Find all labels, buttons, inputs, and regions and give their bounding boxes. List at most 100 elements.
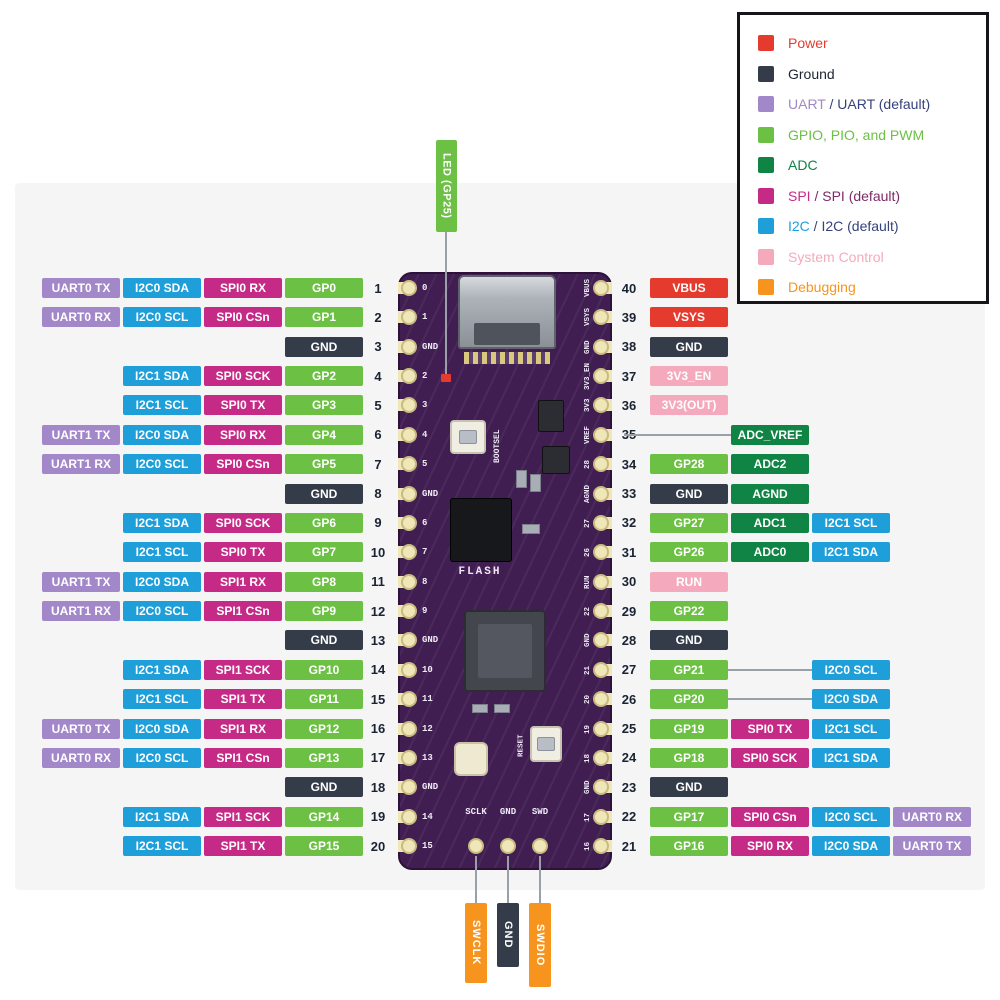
bootsel-silk-label: BOOTSEL <box>493 429 502 463</box>
legend-swatch <box>758 248 774 265</box>
bottom-pad <box>500 838 516 854</box>
pin-label: I2C1 SCL <box>123 836 201 857</box>
legend-swatch <box>758 126 774 143</box>
pin-label: I2C0 SCL <box>812 659 890 680</box>
led <box>441 374 451 382</box>
left-pad <box>401 808 417 825</box>
pin-label: SPI0 CSn <box>204 307 282 328</box>
pin-label: SPI0 RX <box>204 278 282 298</box>
pin-label: 3V3(OUT) <box>650 395 728 416</box>
right-pin-number: 40 <box>621 280 637 296</box>
regulator-chip <box>538 400 564 432</box>
right-pad <box>593 573 609 590</box>
left-pin-number: 18 <box>370 779 386 795</box>
pin-connector-line <box>722 668 818 671</box>
board-silk-right: 18 <box>584 753 592 763</box>
legend-swatch <box>758 218 774 235</box>
right-pad <box>593 661 609 678</box>
pin-label: SPI1 RX <box>204 571 282 592</box>
left-pin-row: GND <box>40 483 363 504</box>
pin-label: UART1 TX <box>42 571 120 592</box>
pico-board: BOOTSEL FLASH RESET <box>398 272 612 870</box>
pin-label: I2C0 SDA <box>123 718 201 739</box>
board-silk-right: 21 <box>584 665 592 675</box>
pin-label: GP15 <box>285 836 363 857</box>
left-pad <box>401 573 417 590</box>
pin-label: I2C0 SCL <box>123 601 201 622</box>
pin-label: GP6 <box>285 512 363 533</box>
pin-connector-line <box>624 433 737 436</box>
board-silk-right: GND <box>584 780 592 795</box>
right-pad <box>593 808 609 825</box>
legend-label: I2C / I2C (default) <box>788 218 899 235</box>
pin-label: GP9 <box>285 601 363 622</box>
pin-label: GND <box>285 630 363 651</box>
right-pin-number: 32 <box>621 515 637 531</box>
pin-label: GP22 <box>650 601 728 622</box>
pin-label: UART0 RX <box>42 307 120 328</box>
pin-label: UART0 TX <box>893 836 971 857</box>
left-pad <box>401 456 417 473</box>
right-pad <box>593 779 609 796</box>
left-pin-row: GND <box>40 777 363 798</box>
legend-item: GPIO, PIO, and PWM <box>758 120 986 151</box>
board-silk-right: 3V3_EN <box>584 362 592 390</box>
board-silk-right: 17 <box>584 812 592 822</box>
board-silk-left: GND <box>422 488 439 499</box>
left-pin-number: 15 <box>370 691 386 707</box>
legend-label: SPI / SPI (default) <box>788 187 901 204</box>
pin-label: I2C0 SCL <box>812 806 890 827</box>
debug-label: SWCLK <box>465 903 487 983</box>
left-pin-number: 1 <box>374 280 382 296</box>
left-pin-number: 20 <box>370 838 386 854</box>
led-callout-line <box>445 232 447 374</box>
usb-opening <box>474 323 540 345</box>
usb-solder-pins <box>464 352 550 364</box>
left-pad <box>401 280 417 296</box>
pin-label: SPI0 RX <box>204 424 282 445</box>
pin-label: GND <box>650 630 728 651</box>
board-silk-left: 12 <box>422 723 433 734</box>
small-chip <box>542 446 570 474</box>
pin-label: I2C1 SDA <box>123 659 201 680</box>
board-silk-left: 7 <box>422 547 428 558</box>
board-silk-right: 19 <box>584 724 592 734</box>
pin-label: I2C0 SCL <box>123 307 201 328</box>
pin-label: GND <box>650 777 728 798</box>
left-pad <box>401 603 417 620</box>
pin-label: SPI0 RX <box>731 836 809 857</box>
bootsel-button-cap <box>459 430 477 444</box>
pin-label: I2C1 SCL <box>123 395 201 416</box>
right-pin-number: 23 <box>621 779 637 795</box>
pin-label: UART0 RX <box>893 806 971 827</box>
board-silk-left: 2 <box>422 371 428 382</box>
pin-label: SPI1 SCK <box>204 806 282 827</box>
right-pin-number: 26 <box>621 691 637 707</box>
pin-label: GP8 <box>285 571 363 592</box>
board-silk-right: VREF <box>584 425 592 444</box>
right-pin-number: 21 <box>621 838 637 854</box>
left-pin-number: 5 <box>374 397 382 413</box>
left-pin-row: GND <box>40 630 363 651</box>
right-pad <box>593 309 609 326</box>
left-pad <box>401 544 417 561</box>
right-pin-number: 38 <box>621 339 637 355</box>
legend-swatch <box>758 96 774 113</box>
pin-label: GP1 <box>285 307 363 328</box>
legend-item: System Control <box>758 242 986 273</box>
left-pad <box>401 397 417 414</box>
legend-label: Power <box>788 35 828 52</box>
pin-label: SPI0 TX <box>204 395 282 416</box>
pin-label: GP18 <box>650 747 728 768</box>
debug-callout-line <box>539 856 541 903</box>
